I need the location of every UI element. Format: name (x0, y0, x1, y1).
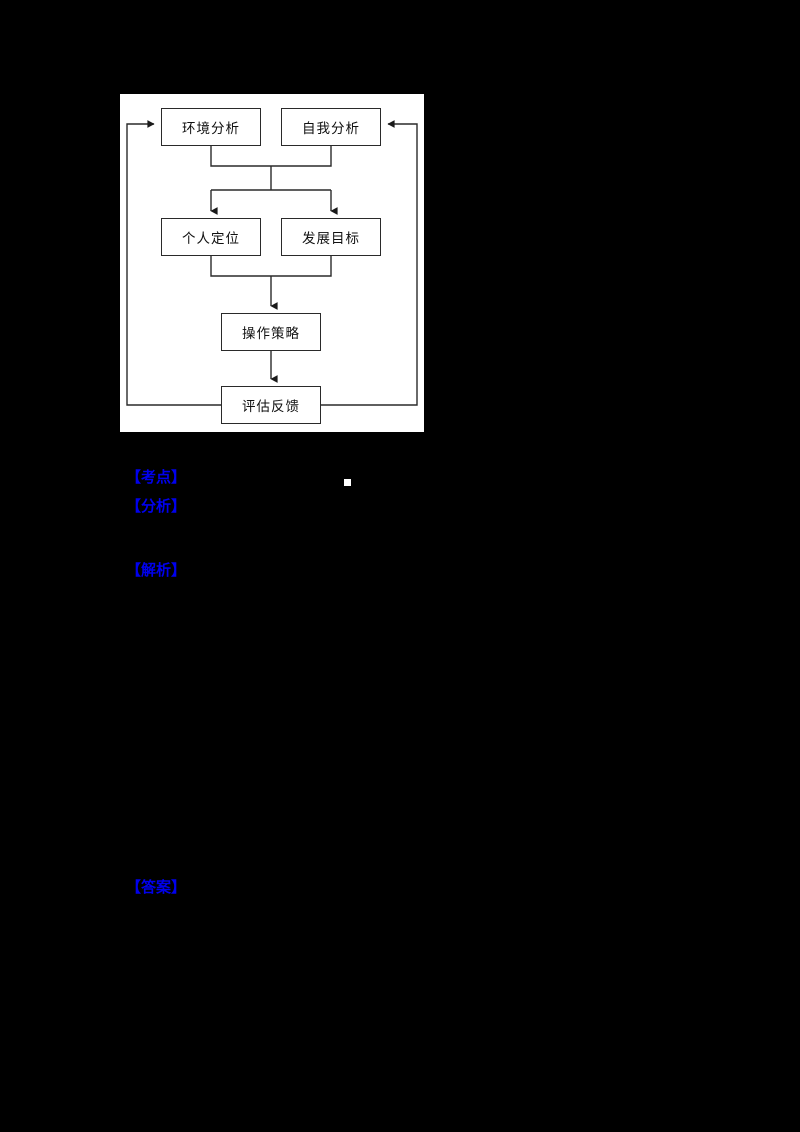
diagram-canvas: 环境分析 自我分析 个人定位 发展目标 操作策略 评估反馈 (120, 94, 424, 432)
node-label: 环境分析 (182, 121, 240, 137)
node-self-analysis: 自我分析 (281, 108, 381, 146)
field-label-kaodian: 【考点】 (126, 468, 187, 487)
node-label: 发展目标 (302, 231, 360, 247)
node-personal-positioning: 个人定位 (161, 218, 261, 256)
node-label: 个人定位 (182, 231, 240, 247)
field-label-daan: 【答案】 (126, 878, 187, 897)
node-environment-analysis: 环境分析 (161, 108, 261, 146)
node-label: 自我分析 (302, 121, 360, 137)
node-evaluation-feedback: 评估反馈 (221, 386, 321, 424)
node-label: 评估反馈 (242, 399, 300, 415)
field-label-fenxi: 【分析】 (126, 497, 187, 516)
diagram-connector-lines (126, 120, 418, 406)
node-development-goal: 发展目标 (281, 218, 381, 256)
text-caret-artifact (344, 479, 351, 486)
node-label: 操作策略 (242, 326, 300, 342)
field-label-jiexi: 【解析】 (126, 561, 187, 580)
node-operation-strategy: 操作策略 (221, 313, 321, 351)
